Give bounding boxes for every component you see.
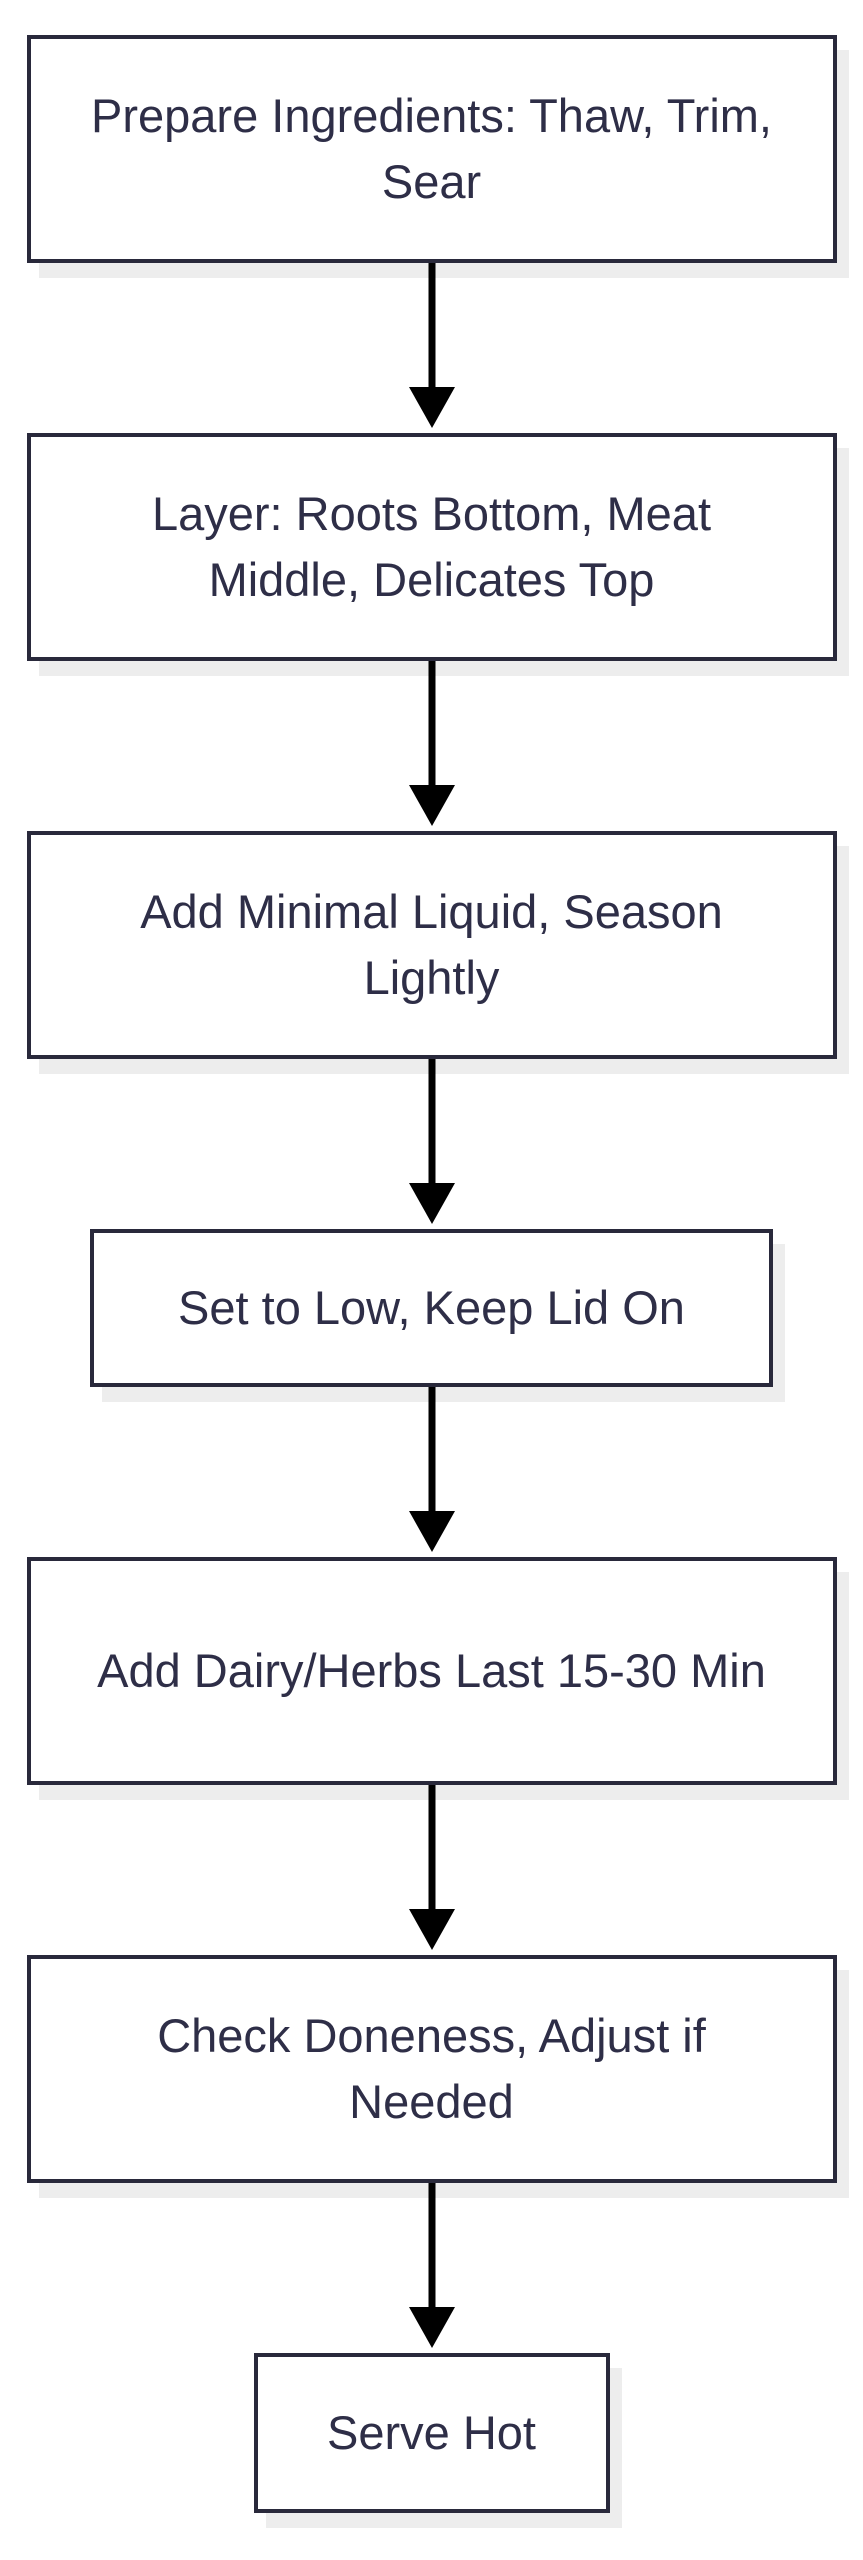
arrow-down-icon (408, 2183, 455, 2348)
flow-node-label: Serve Hot (327, 2406, 536, 2460)
flow-node-label: Check Doneness, Adjust if Needed (157, 2009, 706, 2128)
arrow-down-icon (408, 1387, 455, 1552)
arrow-down-icon (408, 1785, 455, 1950)
flow-node-add-dairy-herbs: Add Dairy/Herbs Last 15-30 Min (26, 1557, 837, 1785)
flow-node-label: Add Minimal Liquid, Season Lightly (140, 885, 723, 1004)
flow-node-label: Layer: Roots Bottom, Meat Middle, Delica… (151, 487, 712, 606)
flow-node-check-doneness: Check Doneness, Adjust if Needed (26, 1955, 837, 2183)
flow-node-add-liquid: Add Minimal Liquid, Season Lightly (26, 831, 837, 1059)
flow-node-layer-ingredients: Layer: Roots Bottom, Meat Middle, Delica… (26, 433, 837, 661)
arrow-down-icon (408, 661, 455, 826)
arrow-down-icon (408, 1059, 455, 1224)
flow-node-label: Add Dairy/Herbs Last 15-30 Min (97, 1644, 766, 1698)
flow-node-set-low: Set to Low, Keep Lid On (90, 1229, 773, 1387)
flow-node-label: Prepare Ingredients: Thaw, Trim, Sear (91, 89, 772, 208)
flow-node-prepare-ingredients: Prepare Ingredients: Thaw, Trim, Sear (26, 35, 837, 263)
arrow-down-icon (408, 263, 455, 428)
flow-node-label: Set to Low, Keep Lid On (178, 1281, 685, 1335)
flow-node-serve-hot: Serve Hot (253, 2353, 610, 2513)
